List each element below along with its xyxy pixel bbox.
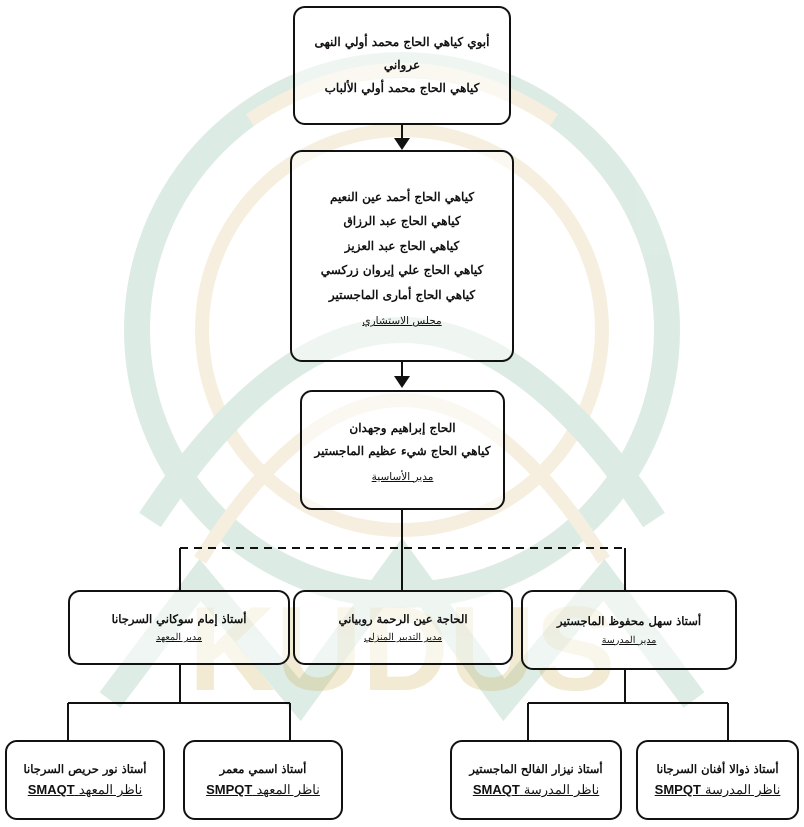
box-principal-smpqt-school: أستاذ ذوالا أفنان السرجانا ناظر المدرسة … (636, 740, 799, 820)
person-role: ناظر المدرسة SMPQT (655, 782, 781, 798)
box-foundation-director: الحاج إبراهيم وجهدان كياهي الحاج شيء عظي… (300, 390, 505, 510)
person-name: أستاذ نيزار الفالح الماجستير (469, 761, 603, 776)
box-principal-smpqt-institute: أستاذ اسمي معمر ناظر المعهد SMPQT (183, 740, 343, 820)
person-role: مدير المدرسة (601, 634, 657, 646)
person-name: أستاذ سهل محفوظ الماجستير (556, 614, 702, 629)
foundation-role: مدير الأساسية (371, 470, 434, 483)
person-name: الحاجة عين الرحمة روبياني (338, 611, 468, 626)
council-member: كياهي الحاج علي إيروان زركسي (320, 263, 484, 278)
person-name: أستاذ نور حريص السرجانا (23, 761, 147, 776)
founder-line-1: أبوي كياهي الحاج محمد أولي النهى (314, 35, 490, 50)
role-code: SMPQT (654, 782, 701, 798)
foundation-line-2: كياهي الحاج شيء عظيم الماجستير (314, 444, 491, 458)
role-arabic: ناظر المعهد (256, 783, 320, 799)
person-role: ناظر المعهد SMAQT (28, 782, 143, 798)
founder-line-2: عرواني (383, 58, 421, 73)
box-advisory-council: كياهي الحاج أحمد عين النعيم كياهي الحاج … (290, 150, 514, 362)
role-code: SMAQT (472, 782, 520, 798)
box-principal-smaqt-institute: أستاذ نور حريص السرجانا ناظر المعهد SMAQ… (5, 740, 165, 820)
role-code: SMAQT (27, 782, 75, 798)
council-member: كياهي الحاج أحمد عين النعيم (329, 189, 475, 204)
person-name: أستاذ اسمي معمر (219, 761, 307, 776)
person-role: ناظر المدرسة SMAQT (473, 782, 599, 798)
council-role: مجلس الاستشاري (362, 315, 442, 328)
person-name: أستاذ إمام سوكاني السرجانا (111, 611, 247, 626)
council-member: كياهي الحاج أمارى الماجستير (328, 287, 476, 302)
role-code: SMPQT (206, 782, 253, 798)
arrow-down-icon (394, 138, 410, 150)
box-founder: أبوي كياهي الحاج محمد أولي النهى عرواني … (293, 6, 511, 125)
council-member: كياهي الحاج عبد العزيز (344, 238, 460, 253)
person-role: ناظر المعهد SMPQT (206, 782, 320, 798)
role-arabic: ناظر المدرسة (523, 783, 600, 799)
role-arabic: ناظر المدرسة (705, 783, 781, 799)
person-name: أستاذ ذوالا أفنان السرجانا (656, 761, 779, 776)
arrow-down-icon (394, 376, 410, 388)
person-role: مدير التدبير المنزلي (363, 632, 443, 644)
council-member: كياهي الحاج عبد الرزاق (343, 214, 461, 229)
box-principal-smaqt-school: أستاذ نيزار الفالح الماجستير ناظر المدرس… (450, 740, 622, 820)
foundation-line-1: الحاج إبراهيم وجهدان (349, 421, 456, 436)
box-school-director: أستاذ سهل محفوظ الماجستير مدير المدرسة (521, 590, 737, 670)
role-arabic: ناظر المعهد (78, 783, 143, 799)
person-role: مدير المعهد (156, 632, 202, 644)
box-institute-director: أستاذ إمام سوكاني السرجانا مدير المعهد (68, 590, 290, 665)
box-household-director: الحاجة عين الرحمة روبياني مدير التدبير ا… (293, 590, 513, 665)
founder-line-3: كياهي الحاج محمد أولي الألباب (324, 80, 480, 95)
